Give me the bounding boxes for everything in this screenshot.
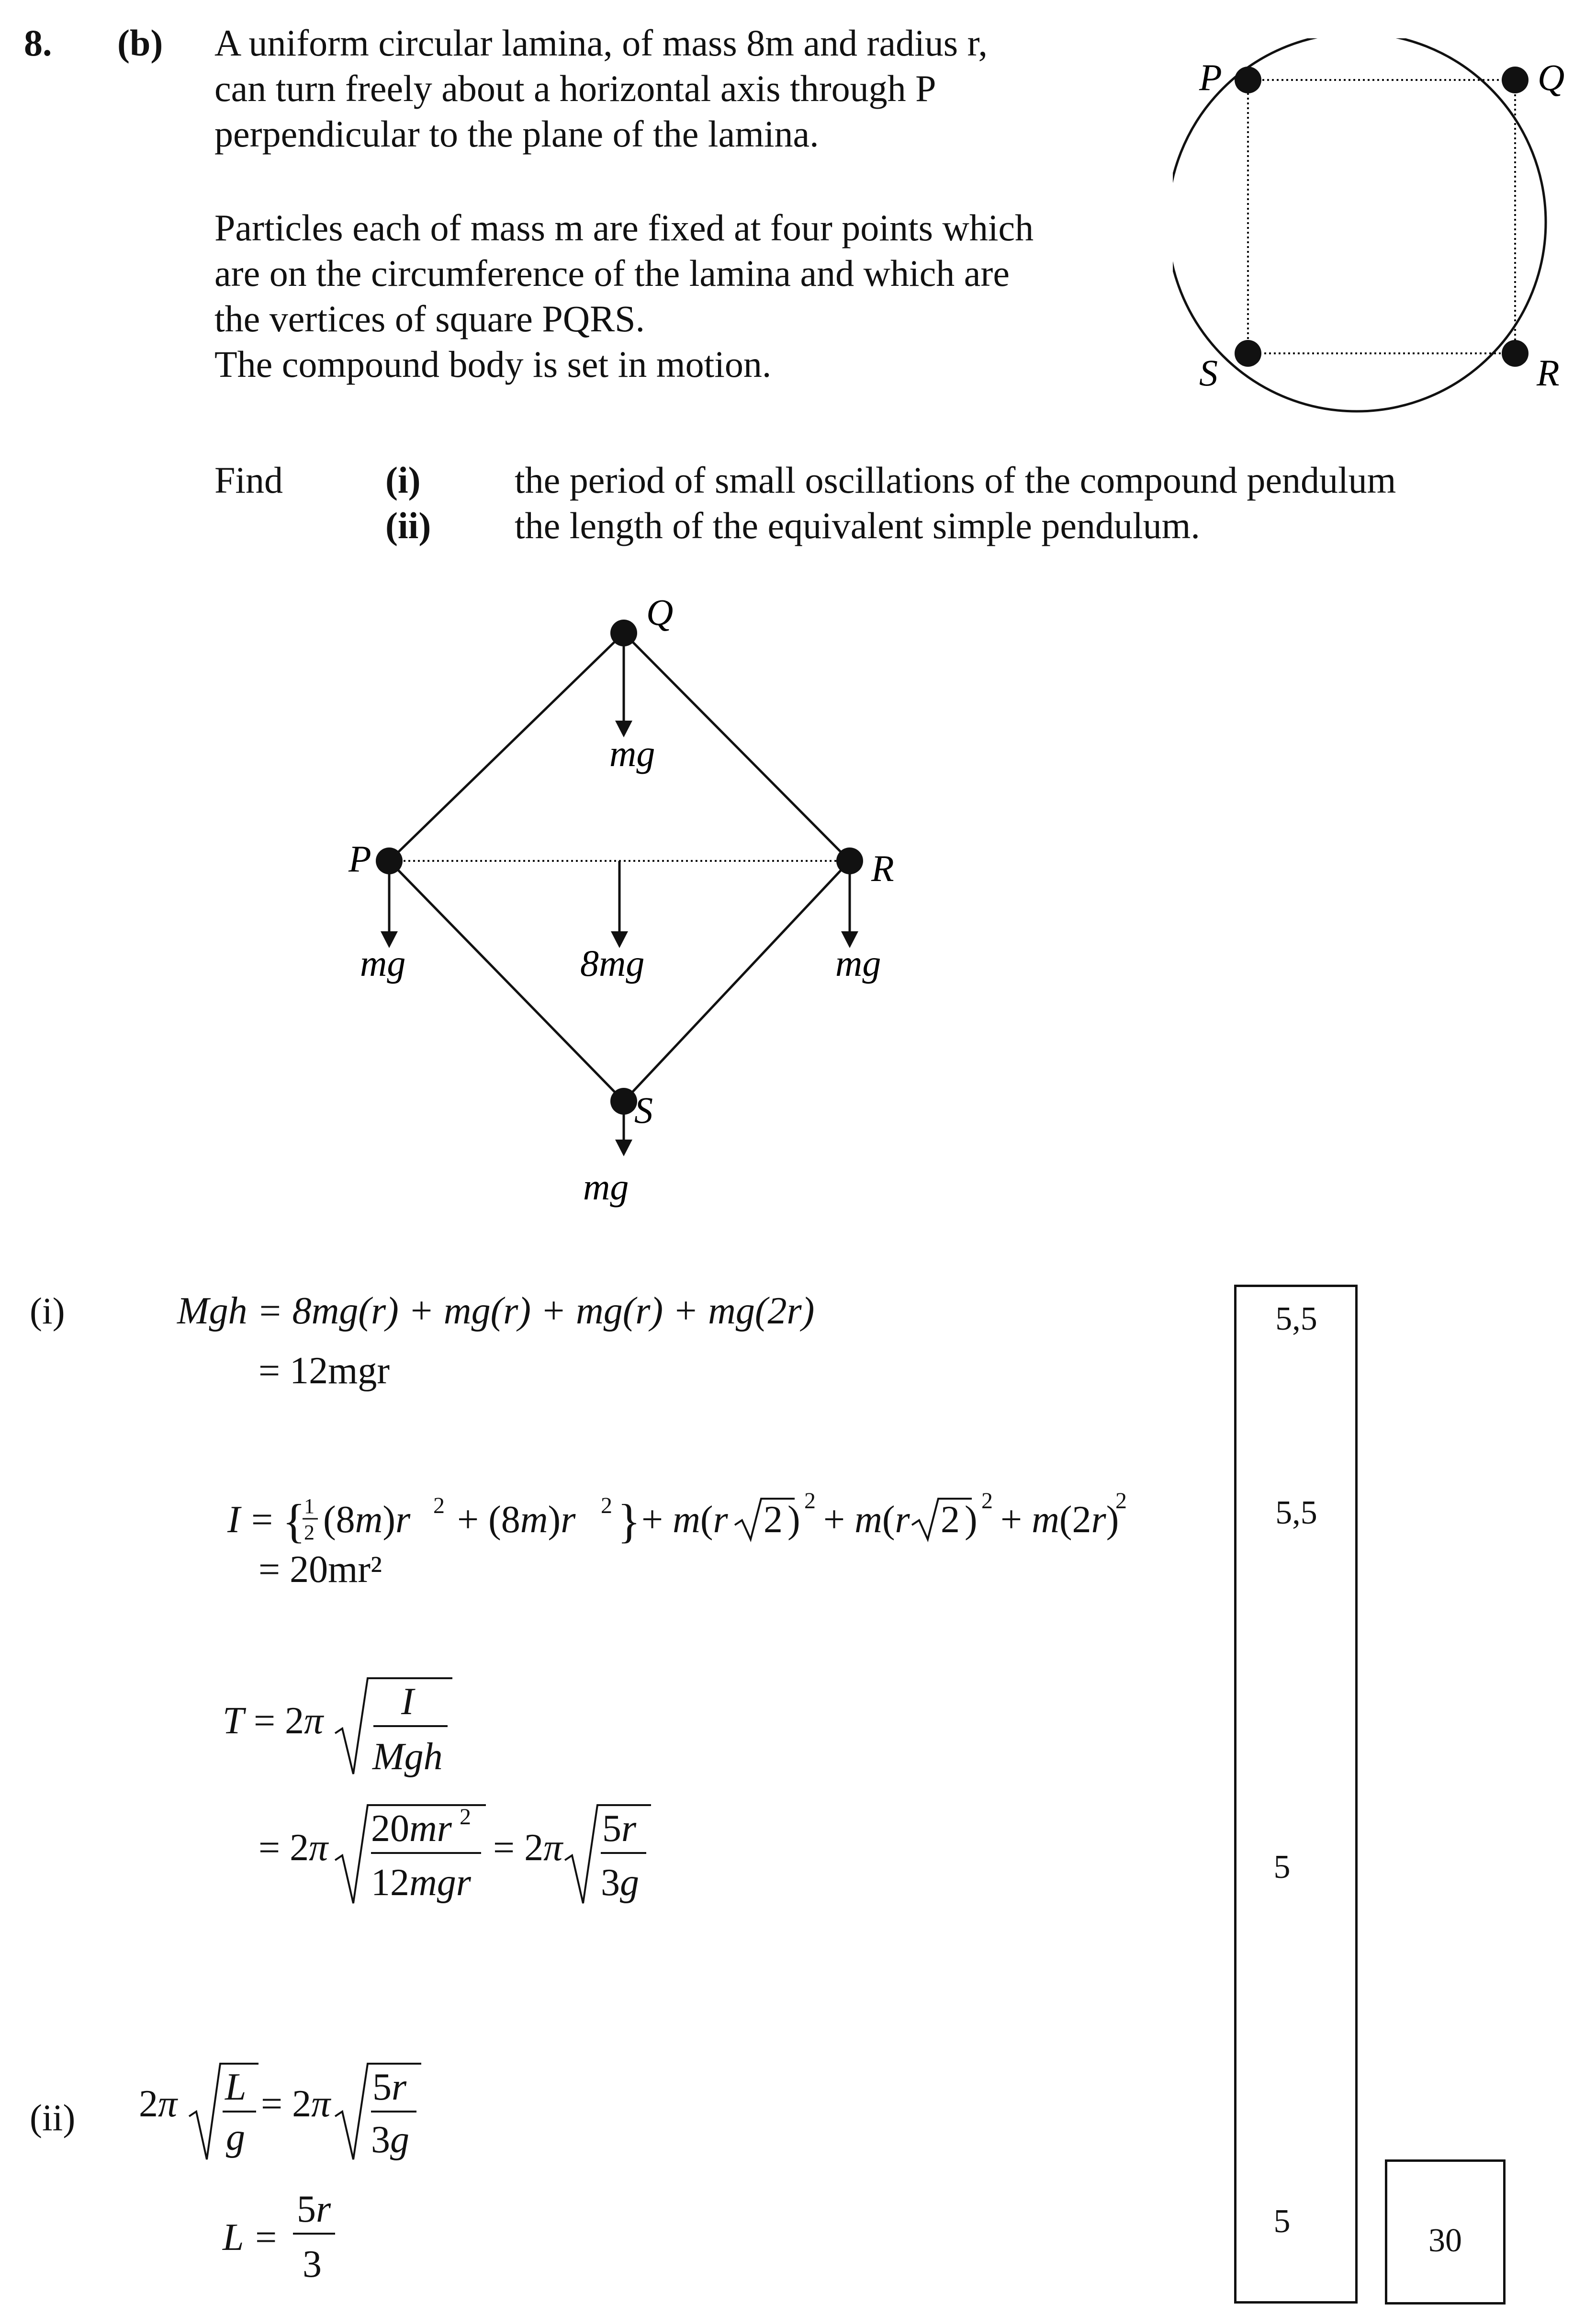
svg-text:3: 3 bbox=[303, 2243, 322, 2285]
svg-text:+ m(r: + m(r bbox=[823, 1499, 910, 1541]
force-label-r: mg bbox=[835, 942, 881, 984]
label-s: S bbox=[634, 1089, 653, 1131]
svg-text:): ) bbox=[965, 1499, 978, 1541]
eq-period: T = 2π I Mgh = 2π 20mr 2 12mgr = 2π 5r 3… bbox=[223, 1677, 651, 1904]
question-number: 8. bbox=[24, 22, 52, 64]
arrowhead-r bbox=[841, 931, 858, 948]
svg-text:5r: 5r bbox=[602, 1808, 637, 1850]
para2-line: are on the circumference of the lamina a… bbox=[214, 252, 1010, 294]
eq-inertia-result: = 20mr² bbox=[259, 1548, 382, 1591]
eq-L-lhs: L = bbox=[223, 2216, 279, 2259]
find-item-i-text: the period of small oscillations of the … bbox=[515, 459, 1396, 501]
force-label-q: mg bbox=[609, 733, 655, 774]
para1-line: perpendicular to the plane of the lamina… bbox=[214, 113, 819, 155]
square-pqrs bbox=[1247, 79, 1516, 354]
svg-text:2: 2 bbox=[460, 1804, 471, 1830]
particle-q bbox=[1502, 67, 1529, 93]
label-s: S bbox=[1199, 352, 1218, 394]
question-part: (b) bbox=[117, 22, 163, 64]
find-label: Find bbox=[214, 459, 283, 501]
svg-text:2: 2 bbox=[941, 1499, 960, 1541]
eq-mgh: Mgh = 8mg(r) + mg(r) + mg(r) + mg(2r) bbox=[177, 1290, 815, 1332]
svg-text:2: 2 bbox=[1115, 1488, 1127, 1514]
para1-line: can turn freely about a horizontal axis … bbox=[214, 68, 936, 109]
svg-text:{: { bbox=[282, 1494, 305, 1548]
svg-text:3g: 3g bbox=[371, 2119, 409, 2161]
svg-text:+ m(2r): + m(2r) bbox=[1000, 1499, 1119, 1541]
lamina-circle bbox=[1173, 38, 1547, 413]
label-q: Q bbox=[1538, 56, 1564, 98]
svg-text:): ) bbox=[787, 1499, 800, 1541]
eq-equivalent-length: 2π L g = 2π 5r 3g 5r 3 bbox=[139, 2063, 421, 2285]
label-r: R bbox=[871, 847, 894, 889]
svg-text:5r: 5r bbox=[297, 2188, 331, 2230]
para2-line: Particles each of mass m are fixed at fo… bbox=[214, 207, 1034, 249]
marks-box bbox=[1234, 1285, 1358, 2304]
svg-text:1: 1 bbox=[304, 1494, 315, 1518]
svg-text:= 2π: = 2π bbox=[259, 1827, 329, 1869]
svg-text:Mgh: Mgh bbox=[372, 1736, 443, 1778]
svg-text:2π: 2π bbox=[139, 2083, 178, 2125]
diamond-outline bbox=[388, 632, 851, 1102]
total-mark: 30 bbox=[1428, 2222, 1462, 2259]
svg-text:+ (8m)r: + (8m)r bbox=[457, 1499, 576, 1541]
para2-line: The compound body is set in motion. bbox=[214, 343, 772, 385]
svg-text:I: I bbox=[401, 1681, 416, 1723]
particle-s bbox=[1235, 340, 1261, 367]
particle-r bbox=[1502, 340, 1529, 367]
svg-text:2: 2 bbox=[304, 1521, 315, 1544]
svg-text:2: 2 bbox=[433, 1493, 445, 1518]
svg-text:T: T bbox=[223, 1700, 247, 1742]
total-box bbox=[1385, 2159, 1506, 2305]
para2-line: the vertices of square PQRS. bbox=[214, 298, 645, 339]
svg-text:(8m)r: (8m)r bbox=[323, 1499, 411, 1541]
svg-text:2: 2 bbox=[601, 1493, 612, 1518]
find-item-i-label: (i) bbox=[385, 459, 421, 501]
mark-1: 5,5 bbox=[1275, 1300, 1317, 1337]
svg-text:2: 2 bbox=[804, 1488, 816, 1514]
force-label-centre: 8mg bbox=[580, 942, 644, 984]
particle-p bbox=[1235, 67, 1261, 93]
svg-text:= 2π: = 2π bbox=[493, 1827, 563, 1869]
svg-text:I: I bbox=[227, 1499, 242, 1541]
force-label-p: mg bbox=[360, 942, 405, 984]
force-label-s: mg bbox=[583, 1166, 629, 1208]
arrowhead-centre bbox=[611, 931, 628, 948]
svg-text:g: g bbox=[226, 2116, 245, 2158]
eq-inertia: I = { 1 2 (8m)r 2 + (8m)r 2 } + m(r 2 ) … bbox=[227, 1488, 1127, 1548]
svg-text:}: } bbox=[618, 1494, 641, 1548]
svg-text:+ m(r: + m(r bbox=[641, 1499, 729, 1541]
mark-3: 5 bbox=[1273, 1849, 1291, 1886]
label-p: P bbox=[348, 838, 371, 880]
svg-text:2: 2 bbox=[981, 1488, 993, 1514]
eq-mgh-result: = 12mgr bbox=[259, 1350, 390, 1392]
arrowhead-q bbox=[615, 721, 632, 737]
label-p: P bbox=[1199, 56, 1222, 98]
svg-text:=: = bbox=[251, 1499, 273, 1541]
svg-text:L: L bbox=[225, 2066, 247, 2108]
svg-text:= 2π: = 2π bbox=[261, 2083, 331, 2125]
circle-figure: P Q R S bbox=[1173, 38, 1564, 413]
mark-4: 5 bbox=[1273, 2203, 1291, 2240]
svg-text:2: 2 bbox=[764, 1499, 783, 1541]
arrowhead-p bbox=[381, 931, 398, 948]
label-r: R bbox=[1536, 352, 1560, 394]
arrowhead-s bbox=[615, 1140, 632, 1156]
svg-text:20mr: 20mr bbox=[371, 1808, 452, 1850]
para1-line: A uniform circular lamina, of mass 8m an… bbox=[214, 22, 988, 64]
find-item-ii-label: (ii) bbox=[385, 505, 431, 546]
solution-part-i-label: (i) bbox=[30, 1290, 65, 1332]
solution-part-ii-label: (ii) bbox=[30, 2097, 76, 2138]
svg-text:= 2π: = 2π bbox=[254, 1700, 324, 1742]
label-q: Q bbox=[646, 591, 673, 633]
mark-2: 5,5 bbox=[1275, 1494, 1317, 1531]
svg-text:12mgr: 12mgr bbox=[371, 1862, 472, 1904]
svg-text:5r: 5r bbox=[372, 2066, 407, 2108]
diamond-figure: Q P R S mg mg 8mg mg mg bbox=[348, 591, 894, 1208]
find-item-ii-text: the length of the equivalent simple pend… bbox=[515, 505, 1200, 546]
svg-text:3g: 3g bbox=[601, 1862, 639, 1904]
